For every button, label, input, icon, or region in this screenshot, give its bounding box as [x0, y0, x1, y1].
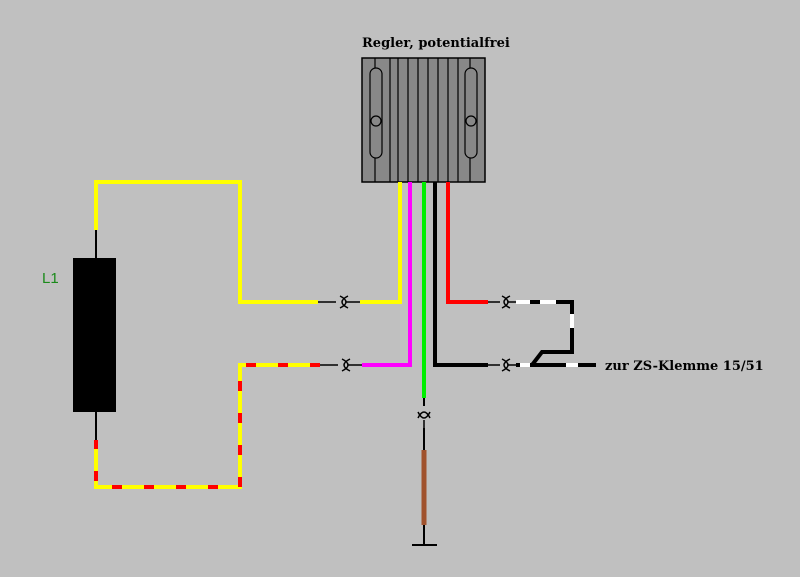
destination-label: zur ZS-Klemme 15/51	[605, 359, 764, 374]
coil-block-icon	[73, 258, 116, 412]
plug-connector-icon	[318, 295, 516, 428]
wire-yellow-top	[94, 180, 402, 304]
coil-label: L1	[42, 270, 59, 287]
wire-magenta	[362, 182, 412, 367]
regulator-title: Regler, potentialfrei	[362, 36, 510, 51]
mounting-slot-icon	[369, 67, 478, 159]
wire-output	[516, 300, 596, 367]
wire-red	[446, 182, 488, 304]
wire-yellow-red	[94, 363, 320, 489]
regulator	[361, 57, 486, 183]
wire-black	[433, 182, 488, 367]
